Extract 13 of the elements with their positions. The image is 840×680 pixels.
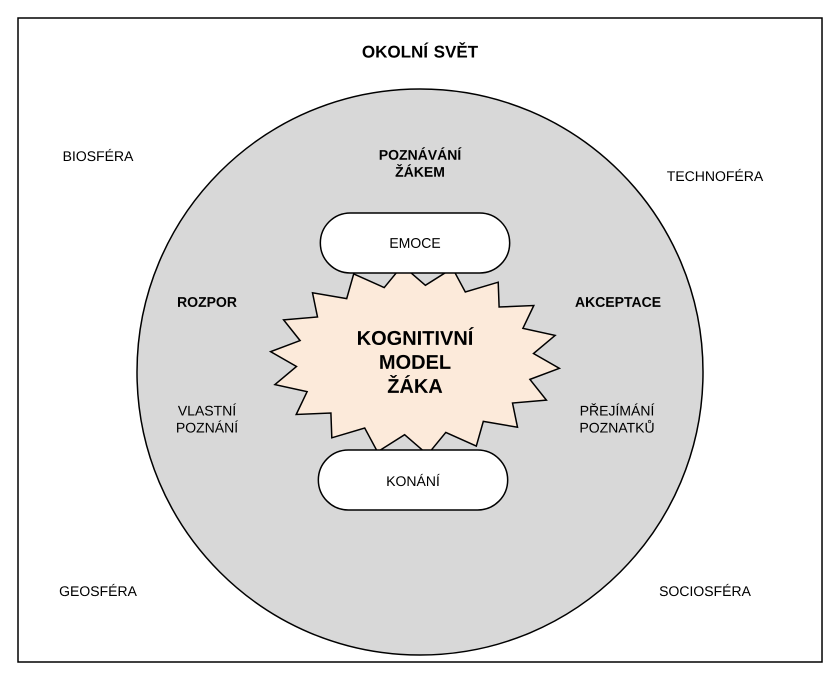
concept-label: PŘEJÍMÁNÍ POZNATKŮ xyxy=(580,403,654,433)
sphere-label: SOCIOSFÉRA xyxy=(660,584,751,596)
sphere-label: TECHNOFÉRA xyxy=(667,168,764,182)
concept-label: VLASTNÍ POZNÁNÍ xyxy=(177,403,238,433)
concept-label: ROZPOR xyxy=(178,297,237,307)
rounded-box: EMOCE xyxy=(320,212,510,274)
concept-label: AKCEPTACE xyxy=(575,297,660,307)
concept-label: POZNÁVÁNÍ ŽÁKEM xyxy=(380,147,462,177)
model-label: KOGNITIVNÍ MODEL ŽÁKA xyxy=(358,327,474,393)
rounded-box: KONÁNÍ xyxy=(318,449,508,511)
sphere-label: BIOSFÉRA xyxy=(64,148,134,162)
sphere-label: GEOSFÉRA xyxy=(60,584,137,596)
title: OKOLNÍ SVĚT xyxy=(362,42,478,58)
